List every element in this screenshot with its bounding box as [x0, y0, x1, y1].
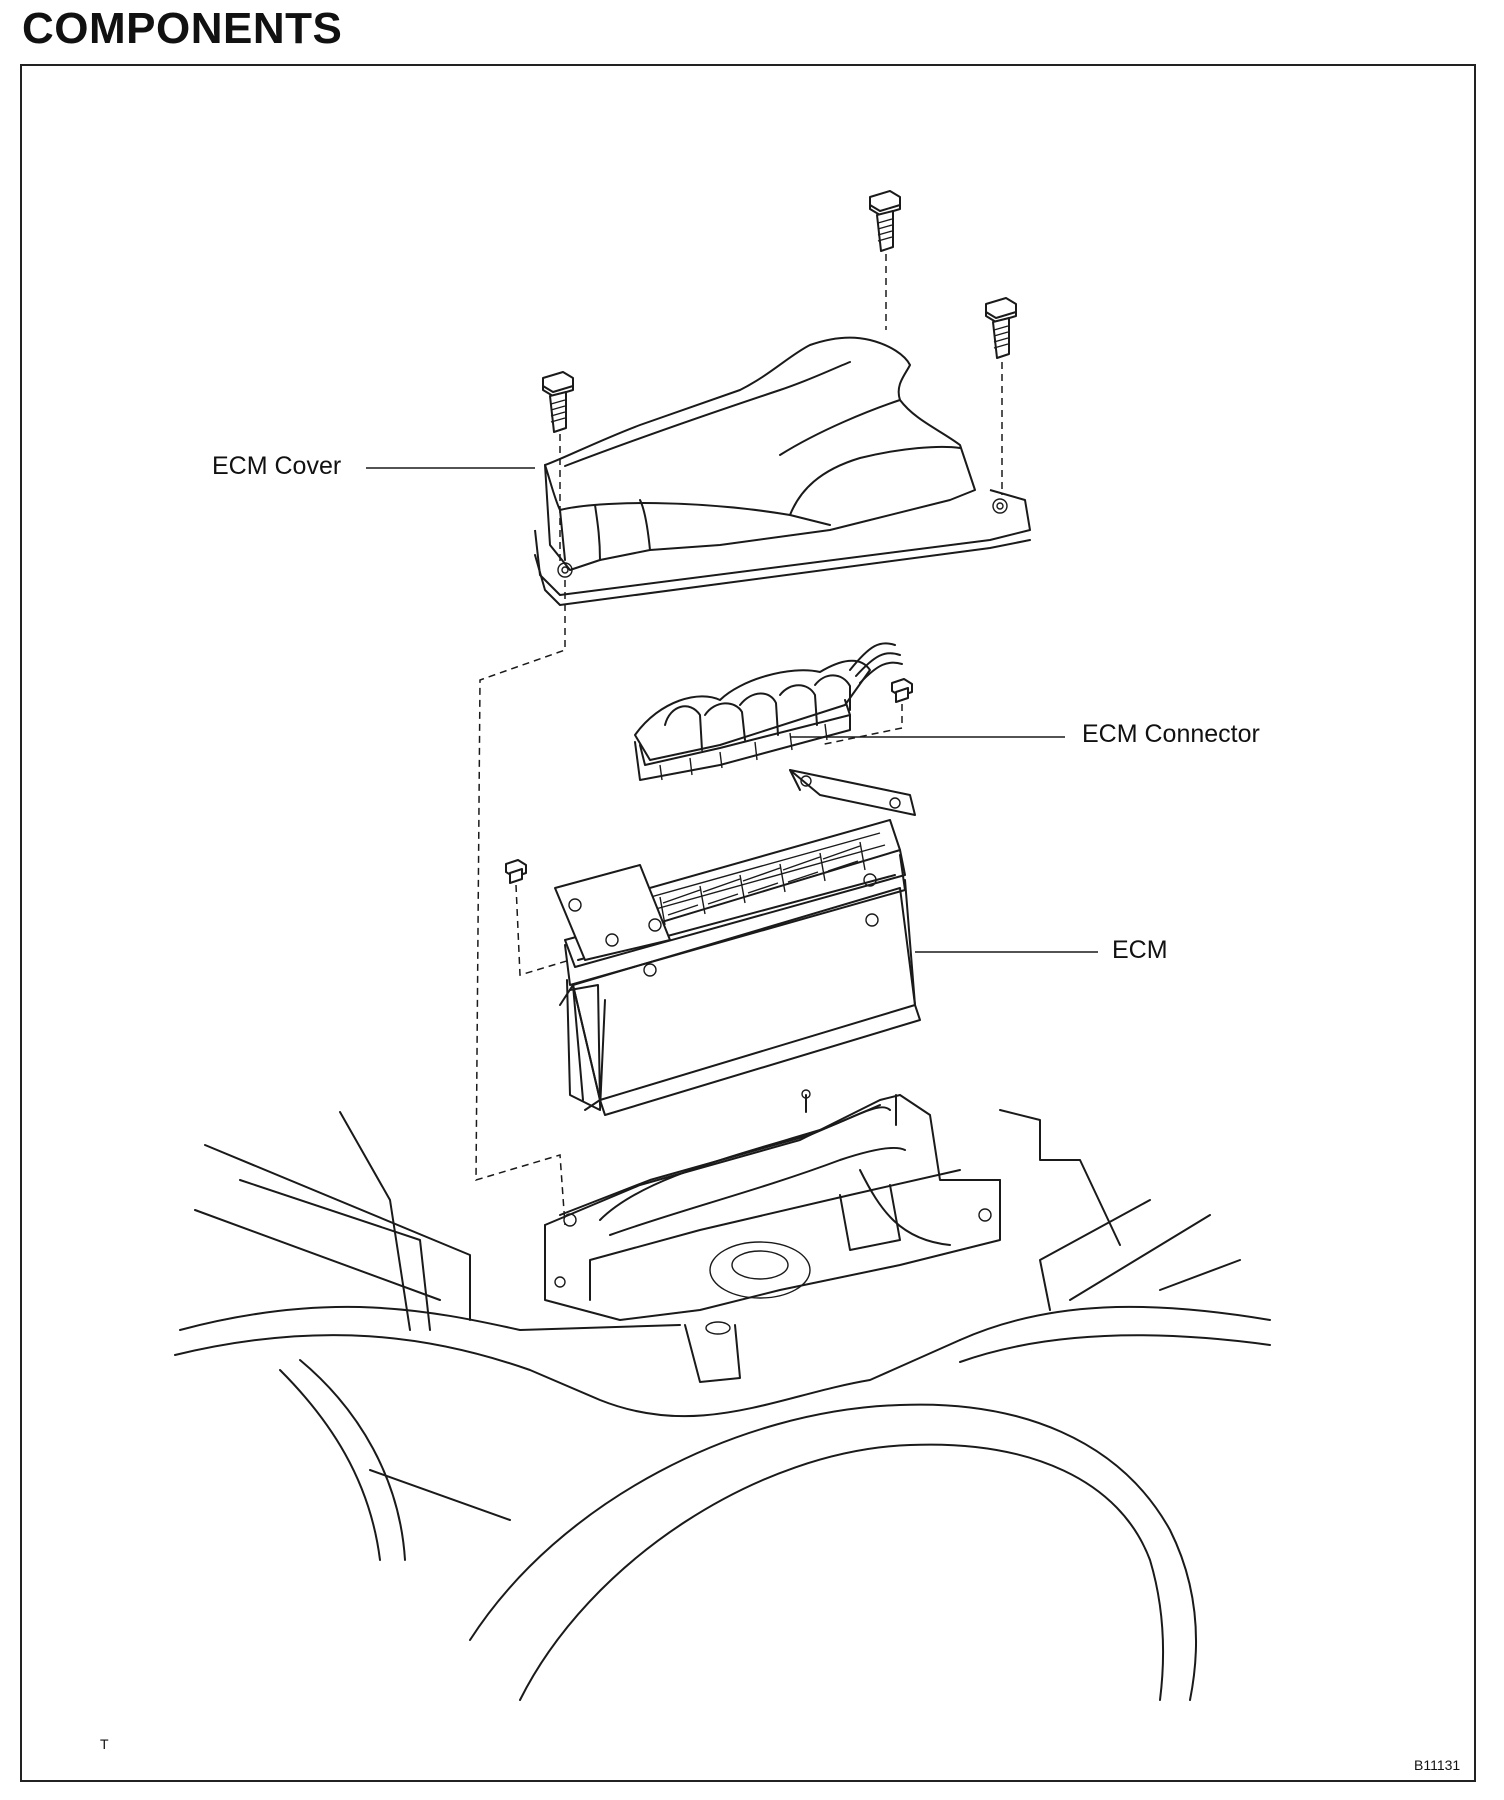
ecm-connector	[634, 642, 903, 781]
nut-icon	[891, 678, 913, 703]
corner-mark-left: T	[100, 1736, 109, 1752]
diagram-frame	[20, 64, 1476, 1782]
leader-lines	[366, 467, 1098, 953]
alignment-dashed-lines	[475, 254, 1003, 1226]
page-title: COMPONENTS	[22, 4, 343, 53]
label-ecm: ECM	[1112, 936, 1168, 964]
bolt-icon	[985, 297, 1017, 359]
ecm-mounting-bracket	[544, 1089, 1001, 1321]
label-ecm-connector: ECM Connector	[1082, 720, 1260, 748]
ecm-unit	[554, 769, 921, 1116]
ecm-cover	[534, 336, 1031, 606]
vehicle-body-structure	[174, 1109, 1271, 1701]
bolt-icon	[542, 371, 574, 433]
figure-code: B11131	[1414, 1757, 1461, 1773]
label-ecm-cover: ECM Cover	[212, 452, 342, 480]
bolt-icon	[869, 190, 901, 252]
nut-icon	[505, 859, 527, 884]
